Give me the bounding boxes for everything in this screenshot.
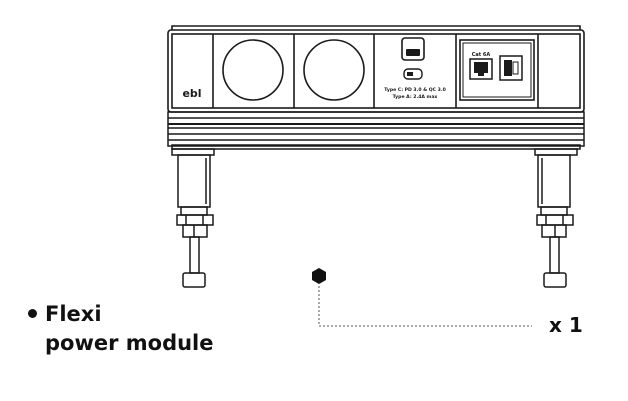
- usb-label-line-2: Type A: 2.4A max: [393, 94, 438, 100]
- product-caption: Flexi power module: [28, 300, 214, 358]
- bullet-icon: [28, 308, 37, 318]
- right-clamp: [534, 148, 578, 288]
- hdmi-port: [499, 55, 523, 81]
- usb-charger: Type C: PD 3.0 & QC 3.0 Type A: 2.4A max: [384, 37, 446, 100]
- data-port-label: Cat 6A: [472, 52, 491, 58]
- left-clamp: [171, 148, 215, 288]
- caption-line-2: power module: [45, 331, 214, 355]
- socket-cover-right: [303, 39, 365, 101]
- rj45-port: [469, 58, 493, 80]
- hex-part-marker: [312, 268, 326, 284]
- brand-logo: ebl: [182, 87, 201, 100]
- leader-line: [318, 286, 532, 327]
- data-ports: Cat 6A: [459, 39, 535, 101]
- socket-cover-left: [222, 39, 284, 101]
- usb-a-port: [401, 37, 425, 61]
- extrusion-body: [167, 111, 585, 150]
- caption-line-1: Flexi: [45, 302, 102, 326]
- usb-c-port: [403, 68, 423, 80]
- usb-label-line-1: Type C: PD 3.0 & QC 3.0: [384, 87, 446, 93]
- quantity-label: x 1: [549, 313, 583, 337]
